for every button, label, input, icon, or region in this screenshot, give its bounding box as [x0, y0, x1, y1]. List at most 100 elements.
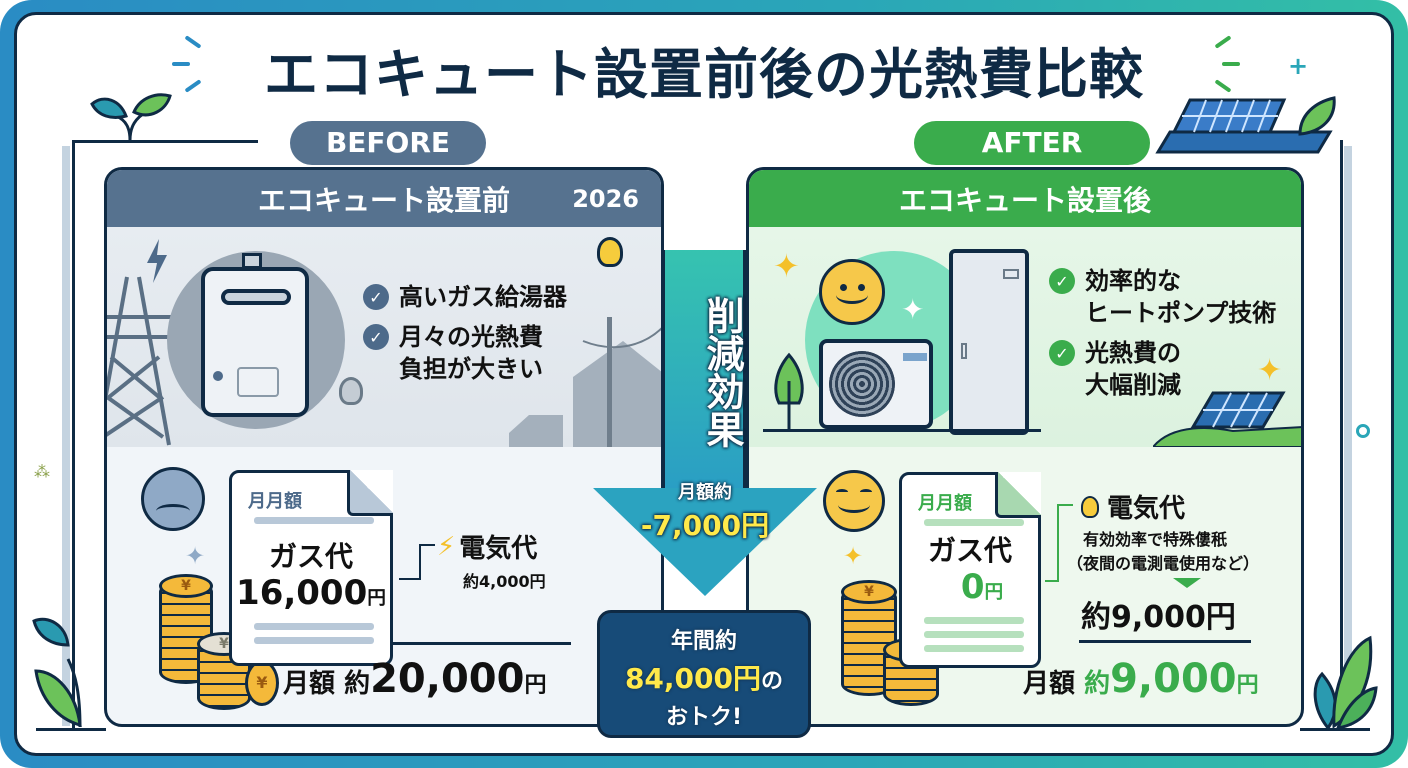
total-divider: [393, 642, 571, 645]
decor-line: [1344, 146, 1352, 726]
after-scene: ✦ ✦ ✓ 効率的な ヒートポンプ技術: [749, 227, 1301, 447]
bill-fold: [347, 470, 393, 516]
sparkle-line-icon: [172, 62, 190, 66]
after-electricity-amount: 約9,000円: [1081, 600, 1236, 635]
check-icon: ✓: [363, 324, 389, 350]
bill-fold: [995, 472, 1041, 518]
before-checklist: ✓ 高いガス給湯器 ✓ 月々の光熱費 負担が大きい: [363, 281, 567, 393]
bill-amount-unit: 円: [984, 582, 1004, 603]
annual-savings-suffix: の: [761, 669, 784, 694]
decor-line: [1340, 140, 1343, 730]
total-unit: 円: [524, 673, 547, 698]
checklist-text: 効率的な ヒートポンプ技術: [1085, 267, 1277, 327]
after-electricity-note-1: 有効効率で特殊僂秖: [1083, 530, 1228, 549]
decor-line: [72, 140, 258, 143]
bill-item: ガス代: [268, 540, 353, 573]
annual-savings-box: 年間約 84,000円の おトク!: [597, 610, 811, 738]
annual-savings-amount: 84,000円: [624, 662, 762, 695]
sparkle-dots-icon: ⁂: [34, 462, 50, 481]
before-panel-header: エコキュート設置前 2026: [107, 170, 661, 227]
connector-line: [419, 544, 435, 546]
bill-bar: [924, 645, 1024, 652]
total-amount: 20,000: [370, 656, 525, 702]
before-electricity-amount: 約4,000円: [463, 572, 546, 591]
bill-amount-value: 0: [960, 567, 985, 607]
leaf-plant-icon: [32, 617, 82, 728]
sparkle-icon: ✦: [773, 247, 800, 285]
light-bulb-icon: [339, 377, 363, 405]
bill-bar: [924, 617, 1024, 624]
connector-line: [1045, 580, 1059, 582]
checklist-item: ✓ 効率的な ヒートポンプ技術: [1049, 265, 1276, 329]
sprout-icon: [90, 93, 172, 141]
total-prefix: 約: [1084, 669, 1111, 699]
before-total: 月額 約20,000円: [283, 656, 546, 702]
smile-face-icon: [819, 259, 885, 325]
down-triangle-icon: [1173, 578, 1201, 588]
checklist-text: 光熱費の 大幅削減: [1085, 339, 1181, 399]
connector-line: [1057, 504, 1073, 506]
heat-pump-unit-icon: [819, 339, 933, 429]
after-electricity-note-2: （夜間の電測電使用など）: [1067, 554, 1260, 573]
annual-savings-label: 年間約: [670, 629, 737, 654]
total-amount: 9,000: [1110, 656, 1237, 702]
year-label: 2026: [572, 184, 639, 213]
after-total: 月額 約9,000円: [1023, 656, 1259, 702]
annual-savings-amount-line: 84,000円の: [600, 657, 808, 697]
sparkle-icon: ✦: [901, 293, 925, 326]
checklist-text: 高いガス給湯器: [399, 283, 567, 311]
bill-item: ガス代: [927, 534, 1012, 567]
bill-bar: [254, 623, 374, 630]
bill-amount-value: 16,000: [236, 573, 368, 613]
annual-savings-tagline: おトク!: [665, 705, 743, 730]
decor-line: [1300, 728, 1370, 731]
hot-water-tank-icon: [949, 249, 1029, 435]
checklist-text: 月々の光熱費 負担が大きい: [399, 323, 543, 383]
decor-line: [62, 146, 70, 726]
monthly-reduction-amount: -7,000円: [640, 509, 770, 542]
decor-line: [36, 728, 106, 731]
solar-panel-roof-icon: [1155, 96, 1336, 154]
bill-amount: 0円: [902, 567, 1038, 607]
checklist-item: ✓ 光熱費の 大幅削減: [1049, 337, 1276, 401]
before-header-title: エコキュート設置前: [257, 183, 510, 217]
bill-bar: [924, 519, 1024, 526]
lightning-icon: [147, 239, 167, 283]
light-bulb-icon: [1081, 495, 1099, 518]
total-divider: [1079, 640, 1251, 643]
after-badge: AFTER: [914, 121, 1150, 165]
reduction-arrow-shaft: [662, 250, 746, 490]
yen-coin-icon: ¥: [841, 580, 897, 604]
after-checklist: ✓ 効率的な ヒートポンプ技術 ✓ 光熱費の 大幅削減: [1049, 265, 1276, 409]
happy-face-icon: [823, 470, 885, 532]
after-panel-header: エコキュート設置後: [749, 170, 1301, 227]
light-bulb-icon: [597, 237, 623, 267]
bill-bar: [924, 631, 1024, 638]
electricity-label: 電気代: [1107, 494, 1186, 524]
connector-line: [399, 578, 419, 580]
after-panel: エコキュート設置後 ✦ ✦ ✓ 効率的な ヒートポ: [746, 167, 1304, 727]
tree-icon: [774, 352, 804, 429]
plus-icon: +: [1288, 52, 1309, 80]
heater-pipe: [242, 253, 262, 269]
after-bill: 月月額 ガス代 0円: [899, 472, 1041, 668]
before-bill: 月月額 ガス代 16,000円: [229, 470, 393, 666]
sad-face-icon: [141, 467, 205, 531]
leaf-plant-icon: [1313, 635, 1378, 730]
after-electricity-title: 電気代: [1081, 488, 1185, 525]
sparkle-icon: ✦: [1257, 353, 1283, 388]
bill-label: 月月額: [918, 493, 972, 514]
check-icon: ✓: [1049, 268, 1075, 294]
lightning-icon: ⚡: [437, 531, 456, 562]
house-silhouette-icon: [509, 317, 661, 447]
before-badge: BEFORE: [290, 121, 486, 165]
ground-line: [763, 429, 1041, 432]
solar-panel-icon: [1153, 391, 1301, 447]
reduction-arrow-head: [593, 488, 817, 596]
before-scene: ✓ 高いガス給湯器 ✓ 月々の光熱費 負担が大きい: [107, 227, 661, 447]
checklist-item: ✓ 高いガス給湯器: [363, 281, 567, 313]
sparkle-line-icon: [1222, 62, 1240, 66]
after-header-title: エコキュート設置後: [898, 183, 1151, 217]
circle-dot-icon: [1356, 424, 1370, 438]
bill-bar: [254, 637, 374, 644]
